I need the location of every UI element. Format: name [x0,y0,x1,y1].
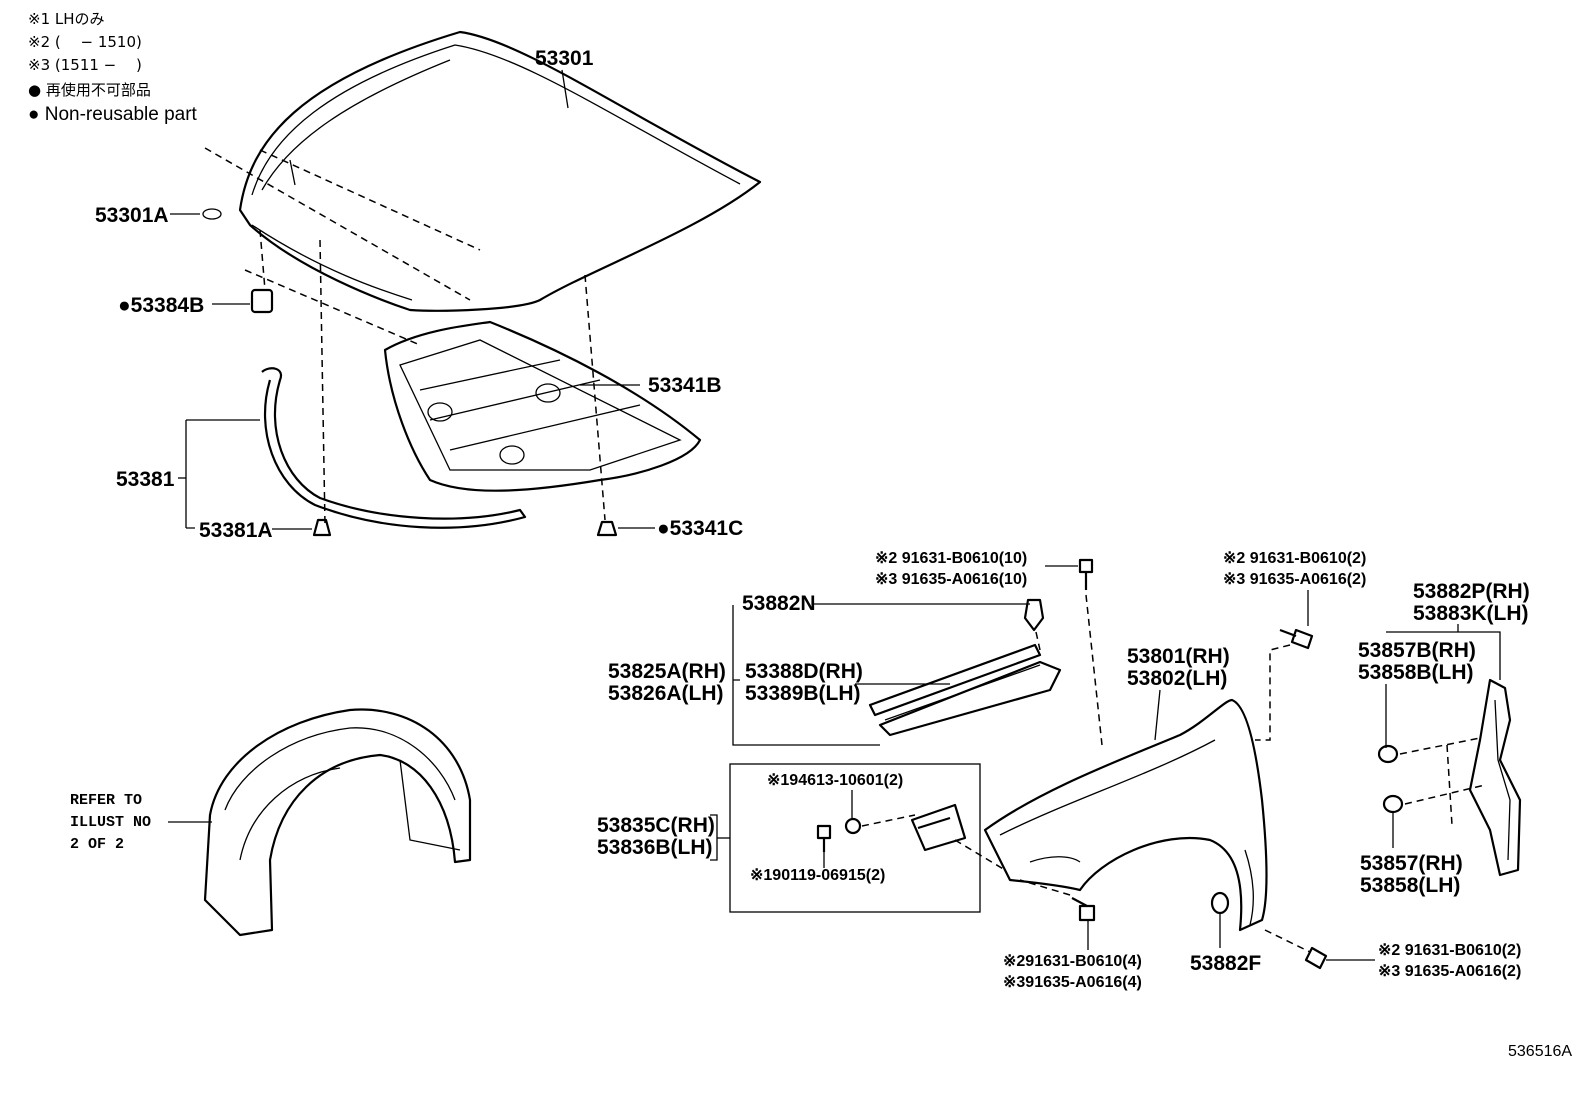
label-bolt-rt-3: ※3 91635-A0616(2) [1223,571,1366,588]
legend-note-2: ※2 ( − 1510) [28,33,142,51]
label-53826A: 53826A(LH) [608,682,724,705]
label-bolt-top-2: ※2 91631-B0610(10) [875,550,1027,567]
clip-53857B [1377,744,1399,764]
fender-seal-53882P [1468,678,1522,877]
bracket-53882P [1386,624,1501,680]
illustration-number: 536516A [1508,1043,1572,1060]
label-fender-lh: 53802(LH) [1127,667,1227,690]
label-53384B: ●53384B [118,294,204,317]
legend-note-1: ※1 LHのみ [28,10,105,28]
legend-dot-en: ● Non-reusable part [28,104,198,125]
legend-dot-jp: ● 再使用不可部品 [28,81,151,99]
bolt-bottom [1071,897,1096,922]
guide-line [1255,644,1291,741]
guide-line [204,147,471,301]
guide-line [1019,879,1071,896]
label-nut-note: ※194613-10601(2) [767,772,903,789]
label-53341B: 53341B [648,374,722,397]
bracket-53381 [185,419,260,529]
bolt-small [816,824,832,852]
cushion-53384B [250,288,274,314]
label-53381: 53381 [116,468,175,491]
label-53836B: 53836B(LH) [597,836,713,859]
guide-line [1035,631,1041,651]
guide-line [259,149,481,251]
label-53882F: 53882F [1190,952,1261,975]
label-refer-1: REFER TO [70,792,142,809]
label-bolt-rt-2: ※2 91631-B0610(2) [1223,550,1366,567]
label-bolt-note: ※190119-06915(2) [750,867,885,884]
label-53882N: 53882N [742,592,816,615]
guide-line [319,239,326,526]
emblem-53301A [202,208,222,220]
label-fender-rh: 53801(RH) [1127,645,1230,668]
label-53301A: 53301A [95,204,169,227]
fender-seal-53825A [868,643,1062,737]
fender-liner [203,708,472,937]
label-53341C: ●53341C [657,517,743,540]
front-fender-53801 [983,698,1268,932]
lead-fender [1154,689,1161,741]
label-53883K: 53883K(LH) [1413,602,1529,625]
legend-note-3: ※3 (1511 − ) [28,56,142,74]
label-53857B: 53857B(RH) [1358,639,1476,662]
guide-line [954,839,1006,871]
label-53882P: 53882P(RH) [1413,580,1530,603]
guide-line [1264,929,1311,953]
label-bolt-br-3: ※3 91635-A0616(2) [1378,963,1521,980]
label-53389B: 53389B(LH) [745,682,861,705]
bolt-top [1078,558,1094,590]
insulator-53341B [383,320,702,492]
guide-line [1404,784,1486,805]
label-53301: 53301 [535,47,594,70]
clip-53381A [312,518,332,537]
guide-line [1085,594,1103,746]
label-53858B: 53858B(LH) [1358,661,1474,684]
label-bolt-top-3: ※3 91635-A0616(10) [875,571,1027,588]
label-refer-2: ILLUST NO [70,814,151,831]
guide-line [1399,737,1481,755]
bolt-br [1304,946,1328,970]
guide-line [861,814,916,827]
label-bolt-br-2: ※2 91631-B0610(2) [1378,942,1521,959]
clip-53341C [596,520,618,537]
clip-53857 [1382,794,1404,814]
clip-53882N [1023,598,1045,632]
nut [844,817,862,835]
label-bolt-bot-2: ※291631-B0610(4) [1003,953,1142,970]
guide-line [1446,744,1453,826]
label-53835C: 53835C(RH) [597,814,715,837]
bolt-rt [1279,628,1314,650]
lead-53301 [561,69,569,109]
label-53857: 53857(RH) [1360,852,1463,875]
seal-53882F [1210,891,1230,915]
label-bolt-bot-3: ※391635-A0616(4) [1003,974,1142,991]
bracket-53825A [732,605,880,746]
guide-line [259,229,266,291]
guide-line [244,269,421,346]
bracket-53835C-lines [710,814,718,861]
label-53388D: 53388D(RH) [745,660,863,683]
bracket-53835C [910,803,967,852]
seal-53381 [261,367,527,529]
label-refer-3: 2 OF 2 [70,836,124,853]
label-53858: 53858(LH) [1360,874,1460,897]
label-53825A: 53825A(RH) [608,660,726,683]
label-53381A: 53381A [199,519,273,542]
hood-53301 [238,30,762,312]
